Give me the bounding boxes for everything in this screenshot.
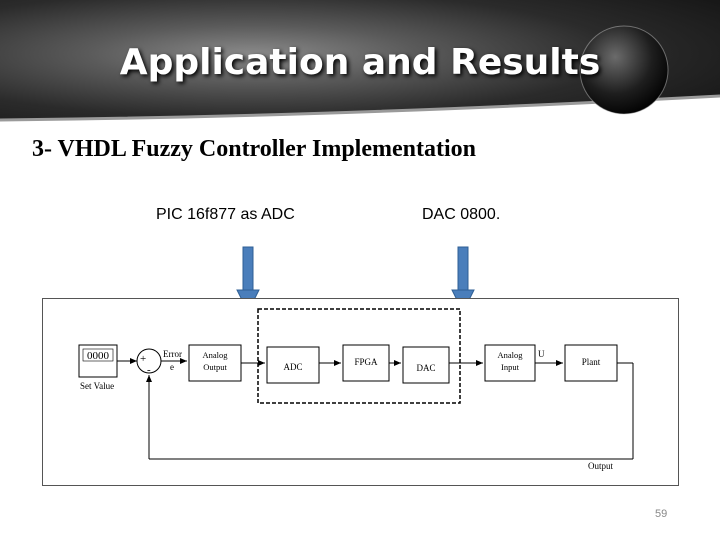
callout-adc: PIC 16f877 as ADC [156, 206, 295, 223]
u-label: U [538, 349, 545, 359]
adc-label: ADC [283, 362, 302, 372]
set-value-label: Set Value [80, 381, 114, 391]
analog-input-label-2: Input [501, 362, 520, 372]
title-banner: Application and Results [0, 0, 720, 135]
plant-block [564, 344, 618, 382]
analog-input-label-1: Analog [497, 350, 523, 360]
callout-dac: DAC 0800. [422, 206, 501, 223]
error-symbol: e [170, 362, 174, 372]
slide-title: Application and Results [119, 42, 601, 83]
slide-subtitle: 3- VHDL Fuzzy Controller Implementation [32, 136, 476, 162]
dac-block [402, 346, 450, 384]
block-diagram: 0000 Set Value + - Error e Analog Output… [42, 298, 679, 486]
block-diagram-svg: 0000 Set Value + - Error e Analog Output… [78, 308, 634, 471]
page-number: 59 [655, 508, 668, 520]
analog-output-label-2: Output [203, 362, 227, 372]
planet-graphic [580, 26, 668, 114]
fpga-label: FPGA [354, 357, 378, 367]
output-label: Output [588, 461, 614, 471]
adc-block [266, 346, 320, 384]
error-label: Error [163, 349, 182, 359]
analog-output-label-1: Analog [202, 350, 228, 360]
plant-label: Plant [582, 357, 601, 367]
banner-decoration [0, 25, 720, 135]
dac-label: DAC [416, 363, 435, 373]
fpga-block [342, 344, 390, 382]
analog-output-block [188, 344, 242, 382]
minus-sign: - [147, 364, 151, 376]
hardware-region [257, 308, 461, 404]
set-value-display: 0000 [87, 350, 110, 362]
plus-sign: + [140, 353, 146, 365]
